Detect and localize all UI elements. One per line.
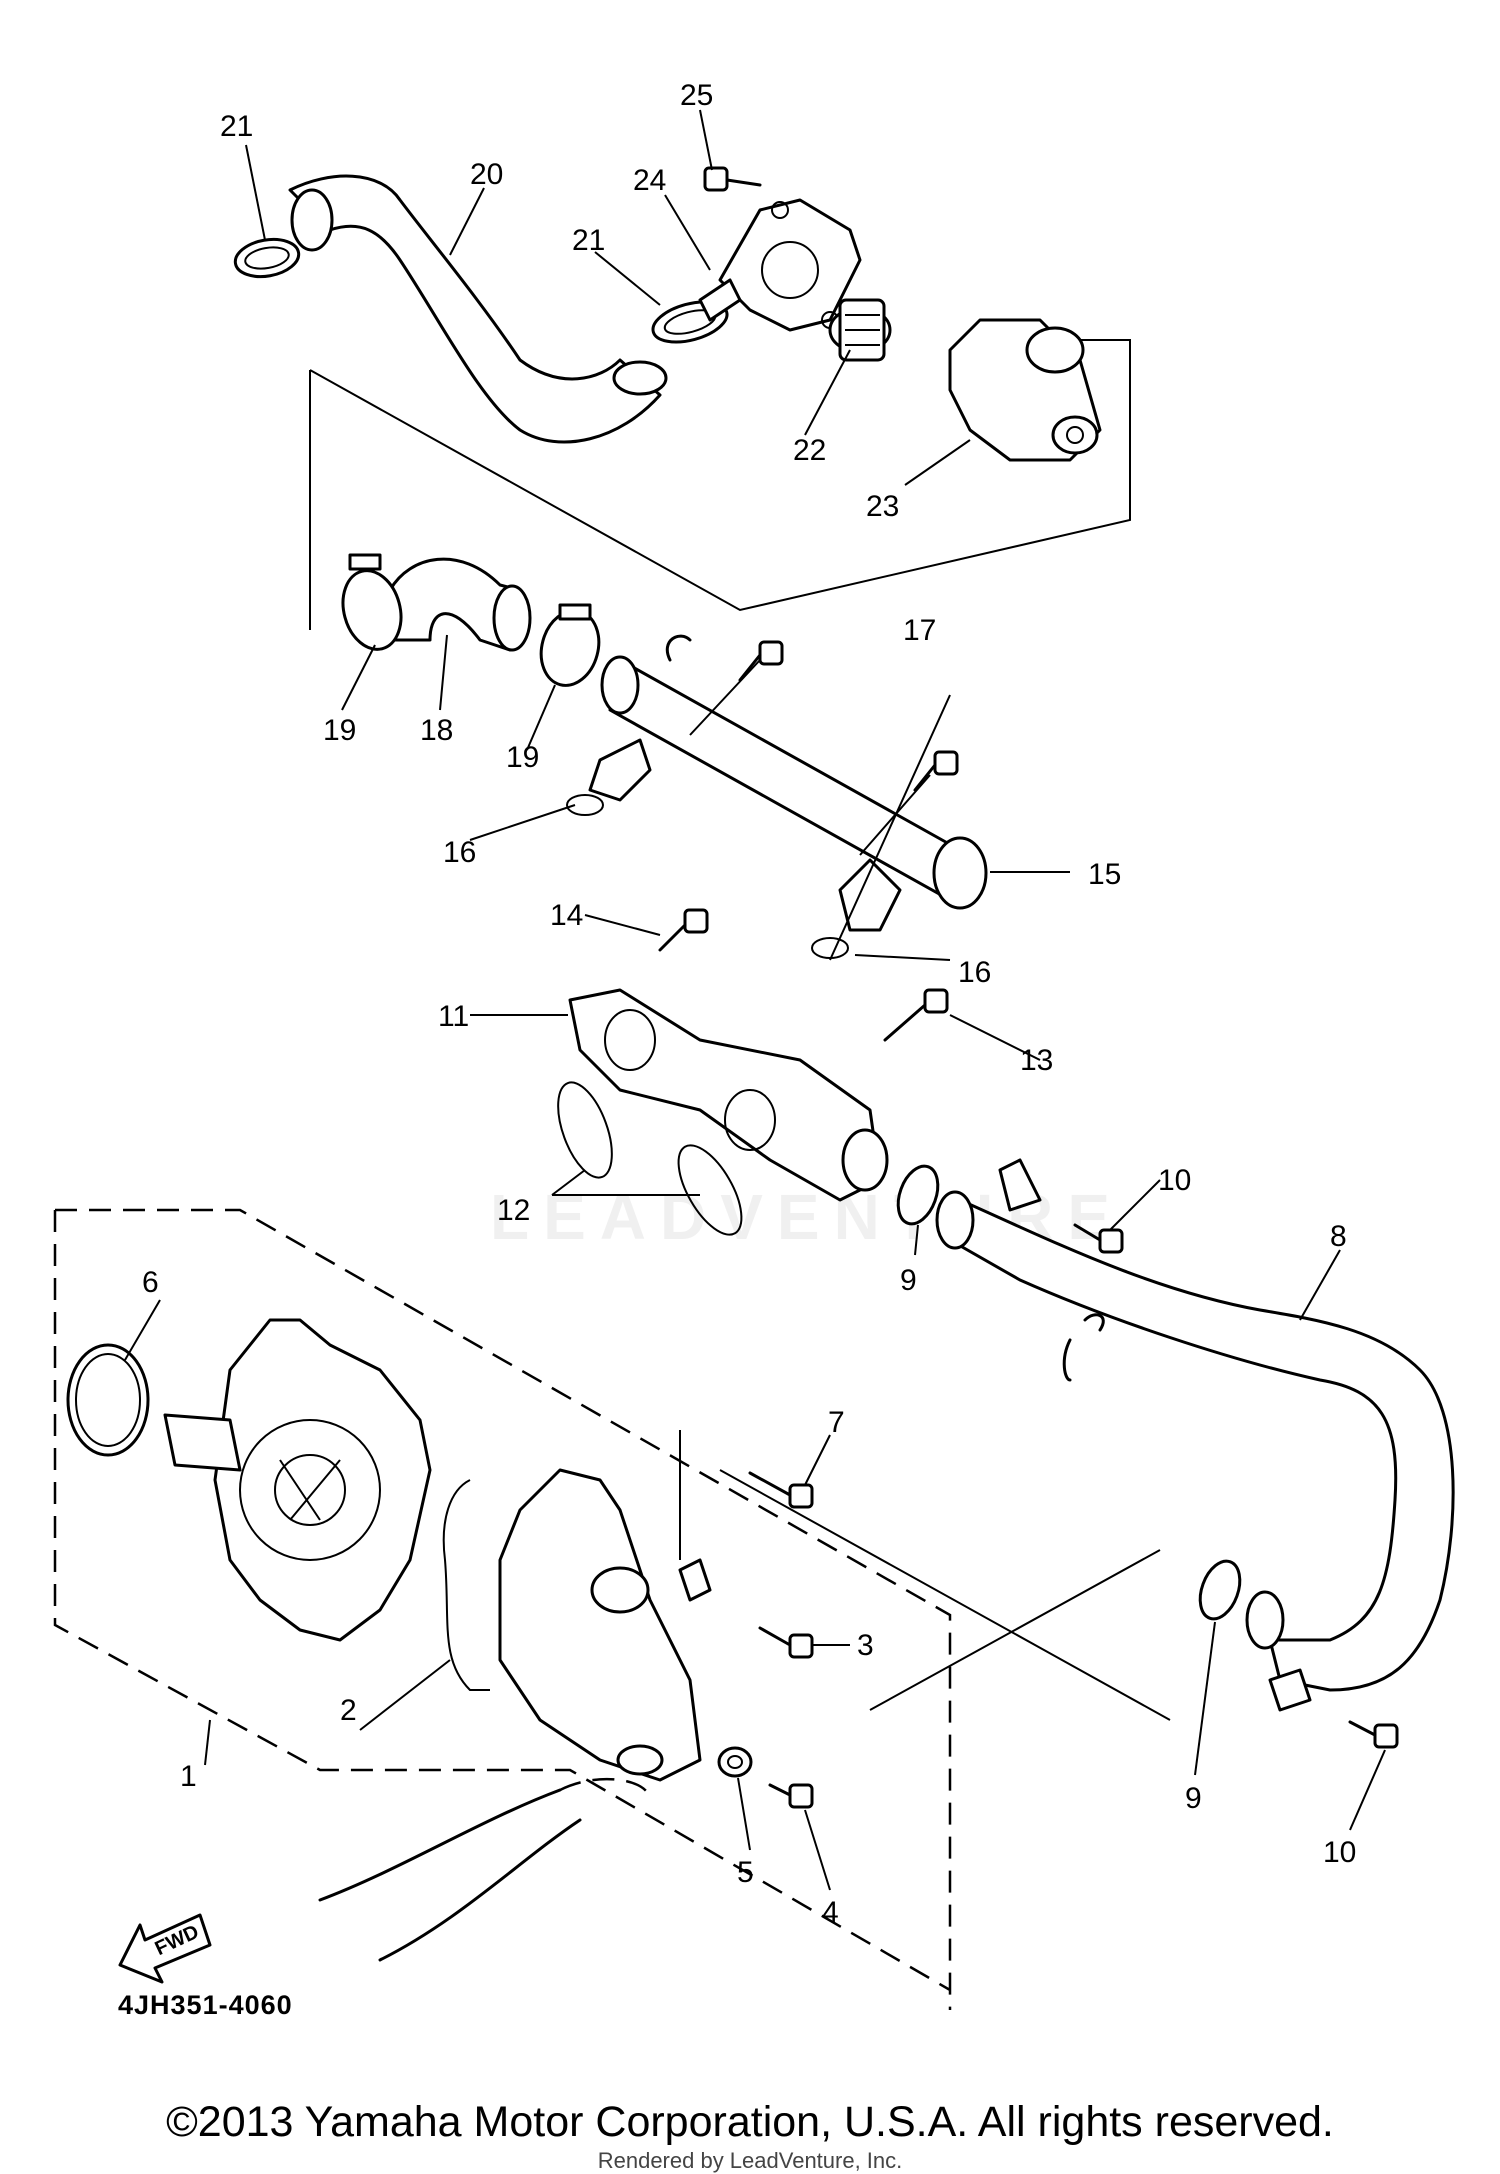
bolt-10-lower [1348, 1720, 1399, 1749]
clamp-19-right [539, 603, 601, 687]
callout-9: 9 [900, 1264, 917, 1297]
bolt-4 [768, 1783, 814, 1809]
oring-16-upper [566, 794, 604, 816]
thermostat-22 [828, 298, 892, 362]
clamp-19-left [341, 553, 403, 651]
callout-21: 21 [220, 110, 253, 143]
callout-5: 5 [737, 1856, 754, 1889]
callout-24: 24 [633, 164, 666, 197]
pump-body [163, 1318, 432, 1642]
callout-8: 8 [1330, 1220, 1347, 1253]
callout-19: 19 [506, 741, 539, 774]
callout-4: 4 [822, 1896, 839, 1929]
callout-9: 9 [1185, 1782, 1202, 1815]
callout-10: 10 [1158, 1164, 1191, 1197]
hose-20 [288, 174, 668, 444]
callout-labels: 21 20 21 25 24 22 23 19 18 19 16 17 15 1… [142, 79, 1356, 1929]
washer-5 [717, 1746, 753, 1778]
clamp-21-left [233, 237, 301, 279]
bolt-10-upper [1073, 1223, 1124, 1254]
oring-16-lower [811, 937, 849, 959]
oring-9-lower [1198, 1559, 1242, 1621]
bolt-7 [748, 1471, 814, 1509]
pipe-15 [588, 634, 988, 932]
callout-3: 3 [857, 1629, 874, 1662]
callout-13: 13 [1020, 1044, 1053, 1077]
callout-23: 23 [866, 490, 899, 523]
callout-10: 10 [1323, 1836, 1356, 1869]
gasket-12-left [557, 1081, 613, 1179]
rendered-by-notice: Rendered by LeadVenture, Inc. [597, 2148, 903, 2173]
thermostat-housing-23 [948, 318, 1102, 462]
callout-15: 15 [1088, 858, 1121, 891]
bolt-17-upper [738, 640, 784, 682]
callout-16: 16 [443, 836, 476, 869]
callout-2: 2 [340, 1694, 357, 1727]
callout-7: 7 [828, 1406, 845, 1439]
gasket-12-right [677, 1144, 743, 1236]
callout-17: 17 [903, 614, 936, 647]
diagram-code: 4JH351-4060 [118, 1990, 293, 2020]
hose-18 [388, 557, 532, 652]
bolt-25 [703, 166, 762, 192]
bolt-13 [883, 988, 949, 1042]
leader-lines [124, 109, 1386, 1891]
callout-11: 11 [438, 1000, 469, 1033]
callout-14: 14 [550, 899, 583, 932]
callout-1: 1 [180, 1760, 197, 1793]
oring-6 [66, 1343, 150, 1457]
pump-cover [498, 1468, 712, 1782]
callout-16: 16 [958, 956, 991, 989]
bolt-14 [658, 908, 709, 952]
callout-12: 12 [497, 1194, 530, 1227]
callout-22: 22 [793, 434, 826, 467]
callout-20: 20 [470, 158, 503, 191]
pipe-8 [935, 1158, 1455, 1712]
callout-18: 18 [420, 714, 453, 747]
copyright-notice: ©2013 Yamaha Motor Corporation, U.S.A. A… [166, 2098, 1334, 2146]
oring-9-upper [896, 1164, 940, 1226]
gasket-2 [442, 1479, 490, 1691]
callout-25: 25 [680, 79, 713, 112]
callout-21: 21 [572, 224, 605, 257]
callout-6: 6 [142, 1266, 159, 1299]
fwd-arrow-icon: FWD [118, 1913, 212, 1984]
callout-19: 19 [323, 714, 356, 747]
thermostat-cover-24 [698, 198, 862, 332]
pipe-11 [568, 988, 889, 1202]
bolt-3 [758, 1626, 814, 1659]
bolt-17-lower [913, 750, 959, 792]
